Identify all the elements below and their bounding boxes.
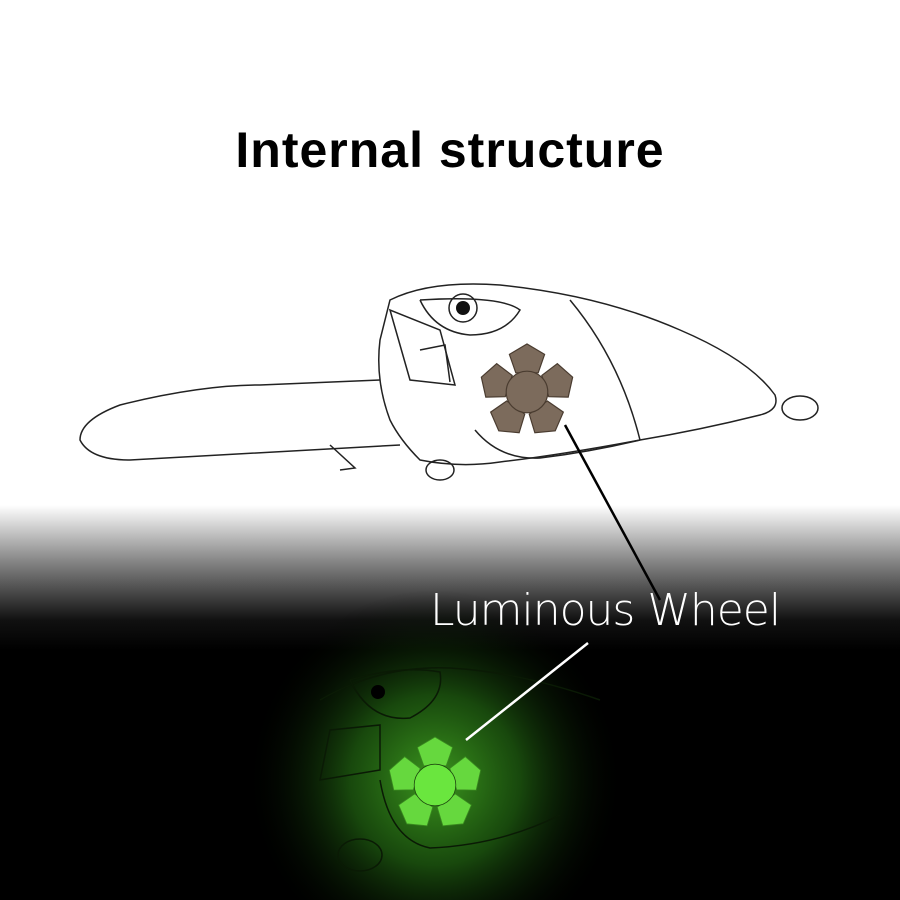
glow-eye-icon <box>371 685 385 699</box>
wheel-icon <box>476 344 578 441</box>
lure-outline <box>79 283 819 481</box>
callout-label: Luminous Wheel <box>430 585 781 636</box>
glowing-wheel-icon <box>384 737 486 834</box>
glow-lure-outline <box>319 667 601 872</box>
eye-icon <box>448 293 478 323</box>
page-title: Internal structure <box>235 122 665 178</box>
callout-line-white <box>465 642 589 741</box>
pupil <box>456 301 470 315</box>
callout-line <box>563 424 662 601</box>
